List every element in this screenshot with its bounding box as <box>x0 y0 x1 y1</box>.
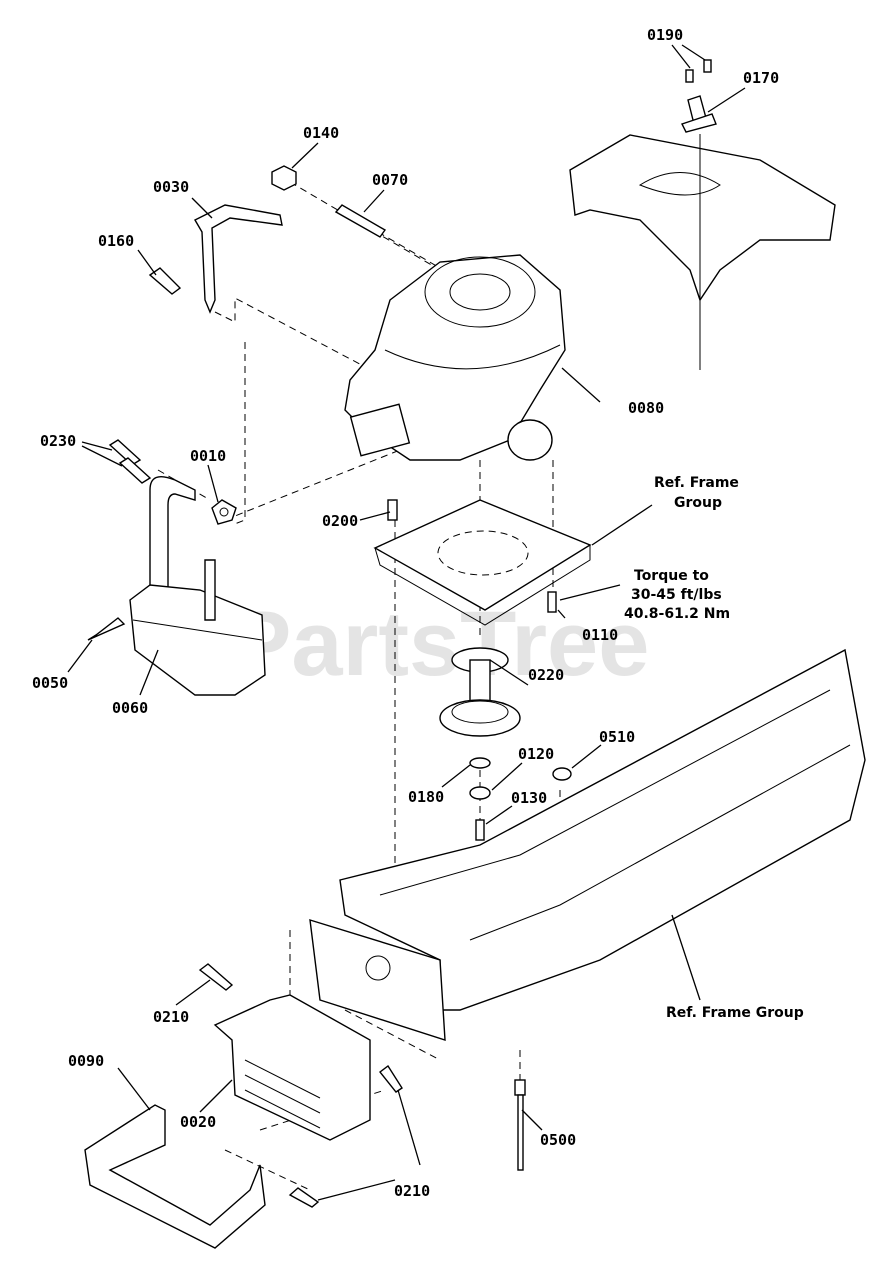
shield-0090-part <box>84 1104 266 1249</box>
callout-0030: 0030 <box>153 178 189 196</box>
callout-0020: 0020 <box>180 1113 216 1131</box>
screw-0210a-part <box>198 963 234 991</box>
callout-0510: 0510 <box>599 728 635 746</box>
screw-0190-part <box>685 59 712 83</box>
bolt-0130-part <box>475 819 485 841</box>
callout-0190: 0190 <box>647 26 683 44</box>
torque-note-line1: Torque to <box>634 568 709 584</box>
leader-lines <box>67 44 746 1201</box>
engine-0080-part <box>344 254 566 461</box>
callout-0070: 0070 <box>372 171 408 189</box>
callout-0120: 0120 <box>518 745 554 763</box>
dash-panel-part <box>569 134 836 370</box>
ref-frame-group-note-2: Ref. Frame Group <box>666 1005 804 1021</box>
ref-frame-group-note-line1: Ref. Frame <box>654 475 739 491</box>
screw-0210b-part <box>288 1064 403 1208</box>
bracket-0030-part <box>194 204 283 314</box>
washer-0180-part <box>469 757 491 769</box>
callout-0210-bottom: 0210 <box>394 1182 430 1200</box>
callout-0210-top: 0210 <box>153 1008 189 1026</box>
callout-0170: 0170 <box>743 69 779 87</box>
notes: Ref. Frame Group Torque to 30-45 ft/lbs … <box>624 475 804 1021</box>
bolt-0110-part <box>547 591 557 613</box>
torque-note-line2: 30-45 ft/lbs <box>631 587 722 603</box>
lock-washer-0120-part <box>469 786 491 800</box>
gasket-0010-part <box>211 499 237 525</box>
callout-0010: 0010 <box>190 447 226 465</box>
callout-0080: 0080 <box>628 399 664 417</box>
ref-frame-group-note-line2: Group <box>674 495 722 511</box>
callout-0050: 0050 <box>32 674 68 692</box>
heat-shield-0020-part <box>213 994 371 1141</box>
callout-0180: 0180 <box>408 788 444 806</box>
nut-0510-part <box>552 767 572 781</box>
bolt-0200-part <box>387 499 398 521</box>
callout-0230: 0230 <box>40 432 76 450</box>
callout-0060: 0060 <box>112 699 148 717</box>
callout-0140: 0140 <box>303 124 339 142</box>
muffler-0060-part <box>129 476 266 696</box>
callout-0110: 0110 <box>582 626 618 644</box>
tractor-frame-part <box>309 648 866 1041</box>
bolt-0050-part <box>87 617 126 641</box>
watermark: PartsTree <box>230 593 649 695</box>
bolt-0230-part <box>108 439 152 484</box>
callout-0220: 0220 <box>528 666 564 684</box>
engine-mount-plate-part <box>373 499 592 626</box>
callout-0090: 0090 <box>68 1052 104 1070</box>
nut-0140-part <box>271 165 297 191</box>
rod-0500-part <box>514 1079 526 1171</box>
callout-0200: 0200 <box>322 512 358 530</box>
torque-note-line3: 40.8-61.2 Nm <box>624 606 730 622</box>
callout-0160: 0160 <box>98 232 134 250</box>
callout-0130: 0130 <box>511 789 547 807</box>
pulley-0220-part <box>439 647 521 737</box>
bolt-0160-part <box>148 267 182 295</box>
throttle-knob-0170-part <box>681 95 717 133</box>
callout-labels: 0190 0170 0140 0030 0070 0160 0080 0230 … <box>32 26 779 1200</box>
rod-0070-part <box>334 204 387 238</box>
callout-0500: 0500 <box>540 1131 576 1149</box>
